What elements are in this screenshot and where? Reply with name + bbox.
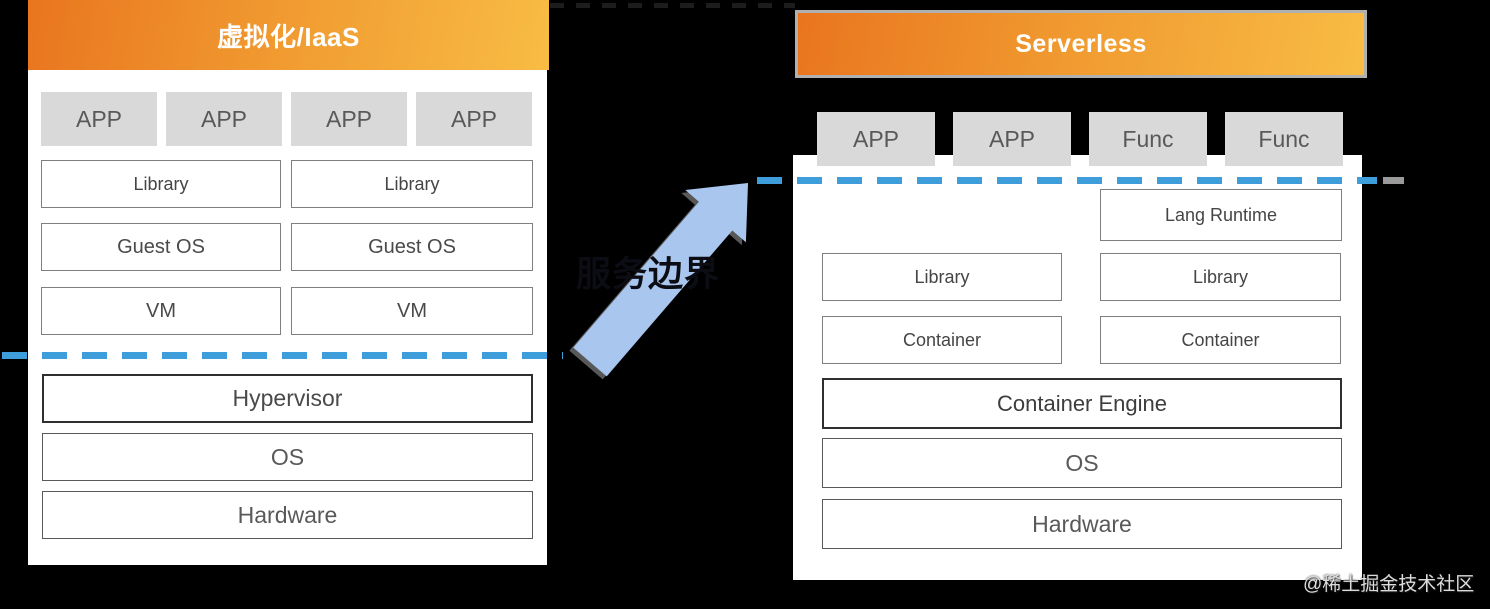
left-library-box-2: Library [291, 160, 533, 208]
left-guest-os-box-1: Guest OS [41, 223, 281, 271]
right-panel-title: Serverless [1015, 29, 1147, 58]
right-panel-header: Serverless [795, 10, 1367, 78]
left-app-box-3: APP [291, 92, 407, 146]
right-library-box-1: Library [822, 253, 1062, 301]
right-container-box-1: Container [822, 316, 1062, 364]
left-vm-box-1: VM [41, 287, 281, 335]
left-guest-os-box-2: Guest OS [291, 223, 533, 271]
boundary-arrow-icon [573, 183, 748, 377]
boundary-dashed-line-left [2, 352, 563, 359]
boundary-arrow-label: 服务边界 [576, 255, 721, 294]
left-hypervisor-box: Hypervisor [42, 374, 533, 423]
left-os-box: OS [42, 433, 533, 481]
left-app-box-1: APP [41, 92, 157, 146]
left-panel-header: 虚拟化/IaaS [28, 0, 549, 70]
right-app-box-2: APP [953, 112, 1071, 166]
left-library-box-1: Library [41, 160, 281, 208]
right-lang-runtime-box: Lang Runtime [1100, 189, 1342, 241]
left-app-box-2: APP [166, 92, 282, 146]
right-app-box-1: APP [817, 112, 935, 166]
left-hardware-box: Hardware [42, 491, 533, 539]
right-func-box-2: Func [1225, 112, 1343, 166]
right-func-box-1: Func [1089, 112, 1207, 166]
faint-top-dashes [550, 3, 795, 8]
right-container-box-2: Container [1100, 316, 1341, 364]
right-os-box: OS [822, 438, 1342, 488]
watermark-text: @稀土掘金技术社区 [1303, 574, 1475, 595]
boundary-dashed-line-right [757, 177, 1377, 184]
right-hardware-box: Hardware [822, 499, 1342, 549]
left-vm-box-2: VM [291, 287, 533, 335]
right-container-engine-box: Container Engine [822, 378, 1342, 429]
left-app-box-4: APP [416, 92, 532, 146]
left-panel-title: 虚拟化/IaaS [217, 21, 360, 52]
boundary-dash-gray-end [1383, 177, 1404, 184]
right-library-box-2: Library [1100, 253, 1341, 301]
